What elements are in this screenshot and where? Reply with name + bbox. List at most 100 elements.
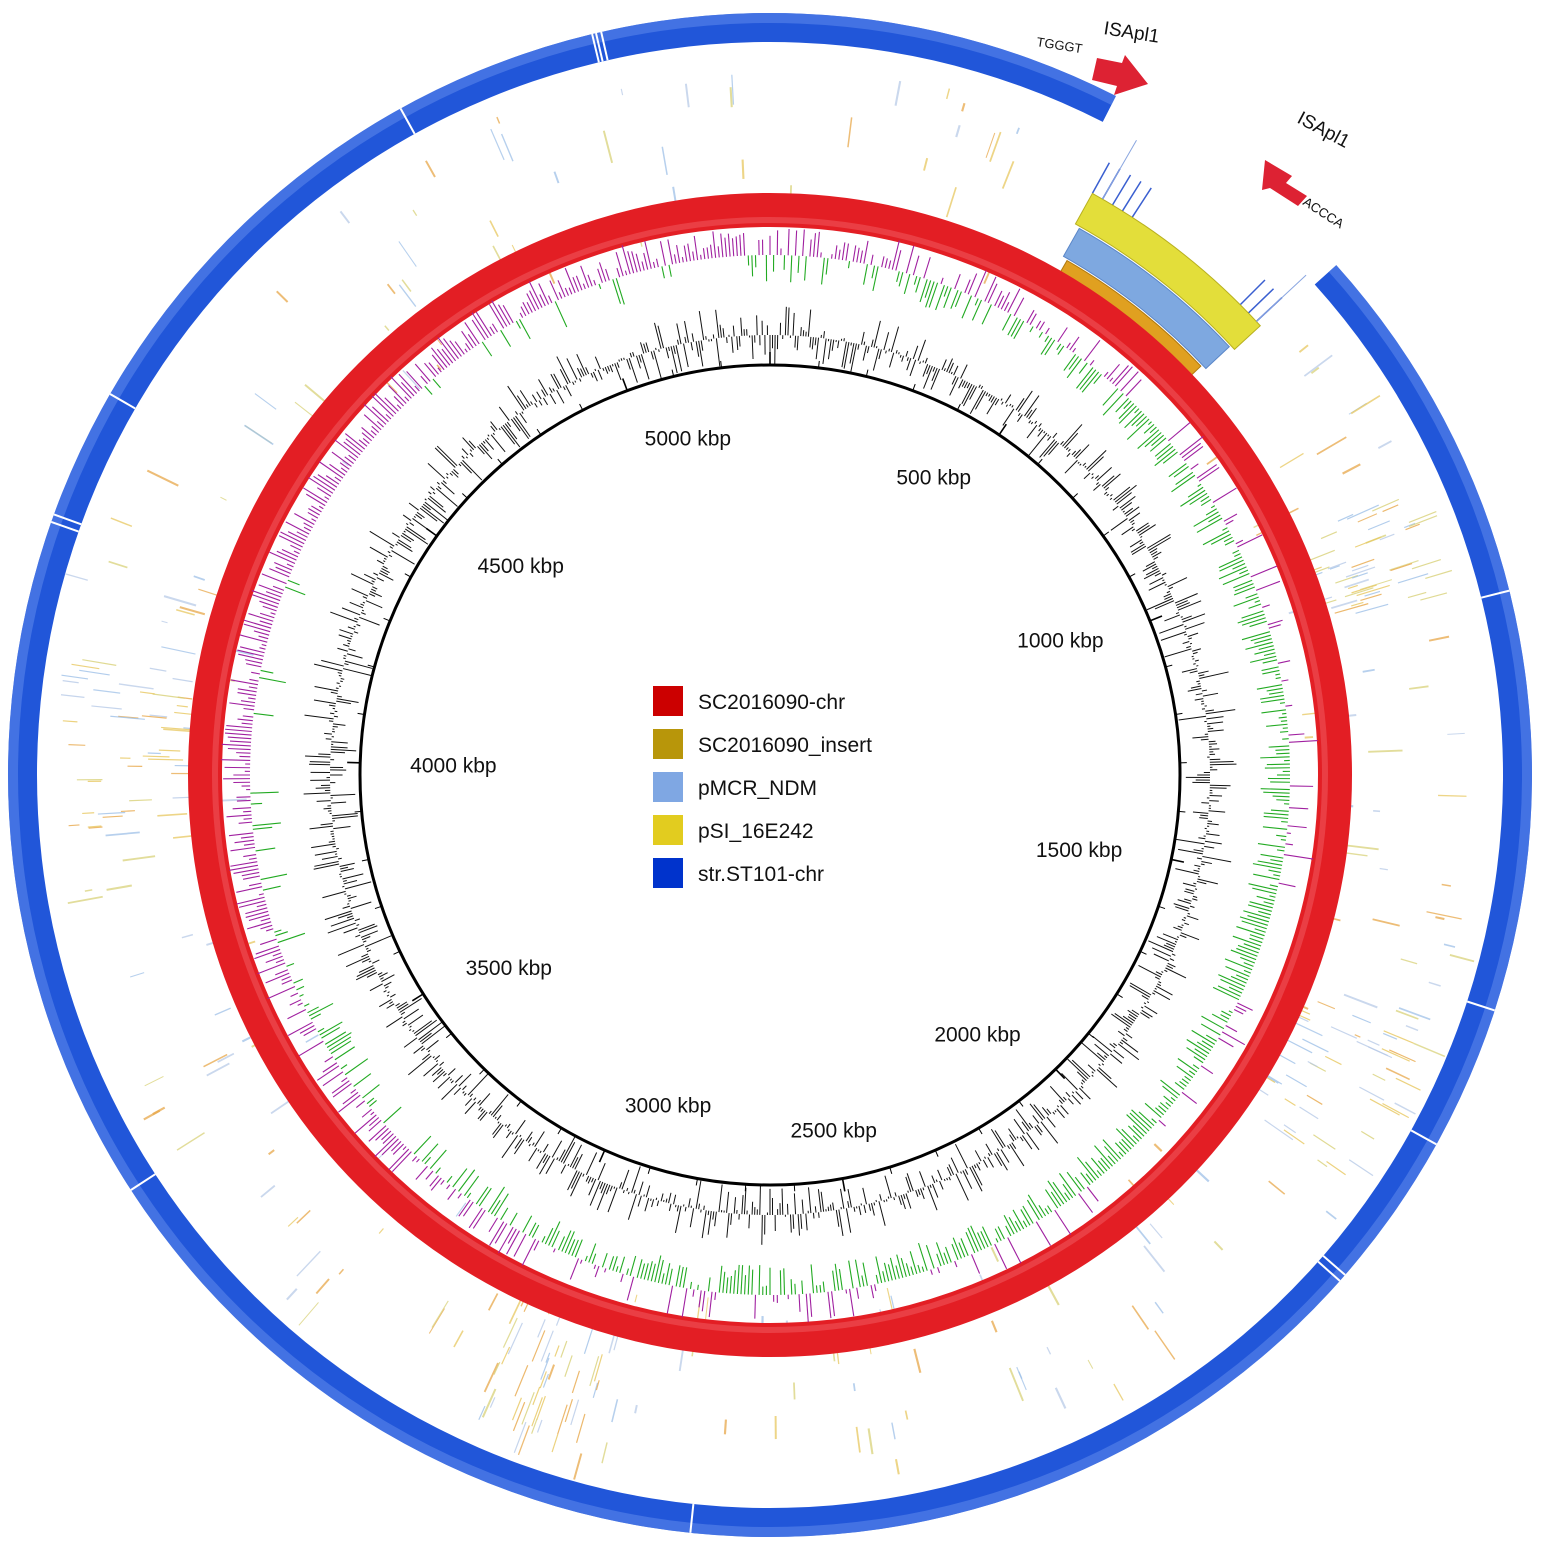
- gc-content-bar: [1192, 895, 1198, 898]
- gc-content-bar: [604, 366, 609, 374]
- gc-skew-bar: [1288, 739, 1318, 743]
- gc-skew-bar: [1202, 530, 1230, 546]
- blue-ring-seam: [53, 513, 82, 526]
- gc-content-bar: [1162, 933, 1179, 941]
- gc-skew-bar: [247, 921, 272, 930]
- gc-content-bar: [1091, 476, 1094, 479]
- gc-content-bar: [426, 1039, 439, 1051]
- gc-content-bar: [369, 983, 383, 992]
- gc-content-bar: [492, 1105, 503, 1118]
- blast-hit-mark: [1362, 668, 1375, 673]
- gc-skew-bar: [261, 643, 267, 647]
- gc-content-bar: [332, 815, 358, 819]
- gc-content-bar: [1096, 467, 1112, 481]
- blast-hit-mark: [146, 469, 179, 487]
- gc-skew-bar: [461, 330, 474, 349]
- gc-content-bar: [429, 495, 444, 508]
- gc-skew-bar: [1144, 1102, 1162, 1118]
- gc-skew-bar: [488, 1217, 498, 1233]
- gc-skew-bar: [982, 1226, 992, 1246]
- gc-content-bar: [1105, 486, 1110, 491]
- gc-content-bar: [909, 359, 917, 377]
- blast-hit-mark: [1279, 452, 1304, 469]
- gc-content-bar: [1034, 420, 1038, 424]
- gc-skew-bar: [827, 1291, 832, 1319]
- gc-content-bar: [950, 1157, 959, 1173]
- gc-skew-bar: [1014, 1220, 1021, 1231]
- gc-skew-bar: [340, 1064, 348, 1070]
- gc-skew-bar: [937, 1267, 941, 1274]
- gc-content-bar: [935, 1179, 938, 1183]
- blast-hit-mark: [342, 460, 350, 467]
- gc-content-bar: [1192, 658, 1195, 660]
- gc-skew-bar: [307, 511, 319, 519]
- gc-content-bar: [513, 1139, 525, 1155]
- gc-content-bar: [984, 1156, 986, 1159]
- gc-skew-bar: [303, 1003, 310, 1007]
- gc-skew-bar: [393, 396, 404, 407]
- gc-skew-bar: [930, 1269, 933, 1275]
- gc-content-bar: [342, 880, 347, 882]
- gc-content-bar: [354, 918, 361, 922]
- gc-skew-bar: [1224, 540, 1235, 546]
- gc-content-bar: [519, 390, 531, 407]
- gc-skew-bar: [538, 283, 550, 305]
- gc-skew-bar: [1247, 915, 1269, 923]
- gc-skew-bar: [350, 1088, 357, 1094]
- gc-skew-bar: [1237, 534, 1263, 548]
- gc-content-bar: [353, 631, 359, 634]
- gc-skew-bar: [1194, 1048, 1208, 1058]
- gc-skew-bar: [661, 1273, 665, 1284]
- gc-content-bar: [614, 363, 622, 381]
- gc-skew-bar: [471, 312, 489, 339]
- blast-hit-mark: [1331, 599, 1358, 609]
- gc-content-bar: [1185, 622, 1205, 630]
- gc-content-bar: [730, 1213, 733, 1225]
- gc-content-bar: [336, 682, 340, 685]
- gc-content-bar: [473, 1097, 477, 1101]
- blast-hit-mark: [315, 1278, 330, 1295]
- gc-content-bar: [1060, 440, 1064, 445]
- blast-hit-mark: [455, 1202, 467, 1217]
- blast-hit-mark: [548, 271, 556, 284]
- gc-content-bar: [619, 1182, 623, 1189]
- gc-skew-bar: [564, 1231, 575, 1254]
- gc-skew-bar: [1066, 1171, 1082, 1192]
- gc-content-bar: [1180, 932, 1200, 941]
- gc-content-bar: [576, 367, 583, 378]
- gc-skew-bar: [561, 1230, 572, 1252]
- gc-skew-bar: [1262, 669, 1280, 675]
- blast-hit-mark: [1317, 1159, 1328, 1168]
- gc-skew-bar: [787, 228, 790, 256]
- gc-content-bar: [468, 440, 476, 449]
- gc-skew-bar: [1287, 825, 1307, 829]
- gc-content-bar: [360, 930, 378, 938]
- gc-skew-bar: [676, 245, 681, 263]
- gc-skew-bar: [526, 293, 537, 312]
- gc-content-bar: [505, 1130, 512, 1139]
- gc-content-bar: [951, 376, 957, 385]
- gc-skew-bar: [289, 999, 302, 1006]
- minor-tick: [912, 383, 916, 391]
- gc-skew-bar: [598, 262, 607, 282]
- gc-content-bar: [1067, 448, 1071, 452]
- gc-content-bar: [432, 1070, 446, 1083]
- gc-skew-bar: [1257, 843, 1286, 848]
- blast-hit-mark: [1397, 573, 1429, 584]
- legend-swatch: [653, 772, 683, 802]
- legend-label: pMCR_NDM: [698, 777, 817, 800]
- gc-content-bar: [389, 546, 394, 549]
- gc-content-bar: [330, 746, 348, 749]
- legend-item-sc2016090-insert: SC2016090_insert: [653, 729, 872, 759]
- gc-content-bar: [519, 1134, 522, 1138]
- gc-skew-bar: [260, 669, 274, 674]
- gc-content-bar: [560, 1164, 567, 1174]
- gc-content-bar: [1196, 857, 1203, 860]
- gc-content-bar: [1043, 431, 1046, 434]
- minor-tick: [956, 403, 961, 411]
- gc-skew-bar: [1235, 1005, 1247, 1012]
- gc-content-bar: [409, 522, 415, 526]
- gc-skew-bar: [794, 1283, 796, 1295]
- blast-hit-mark: [122, 855, 156, 862]
- blast-hit-mark: [602, 130, 614, 164]
